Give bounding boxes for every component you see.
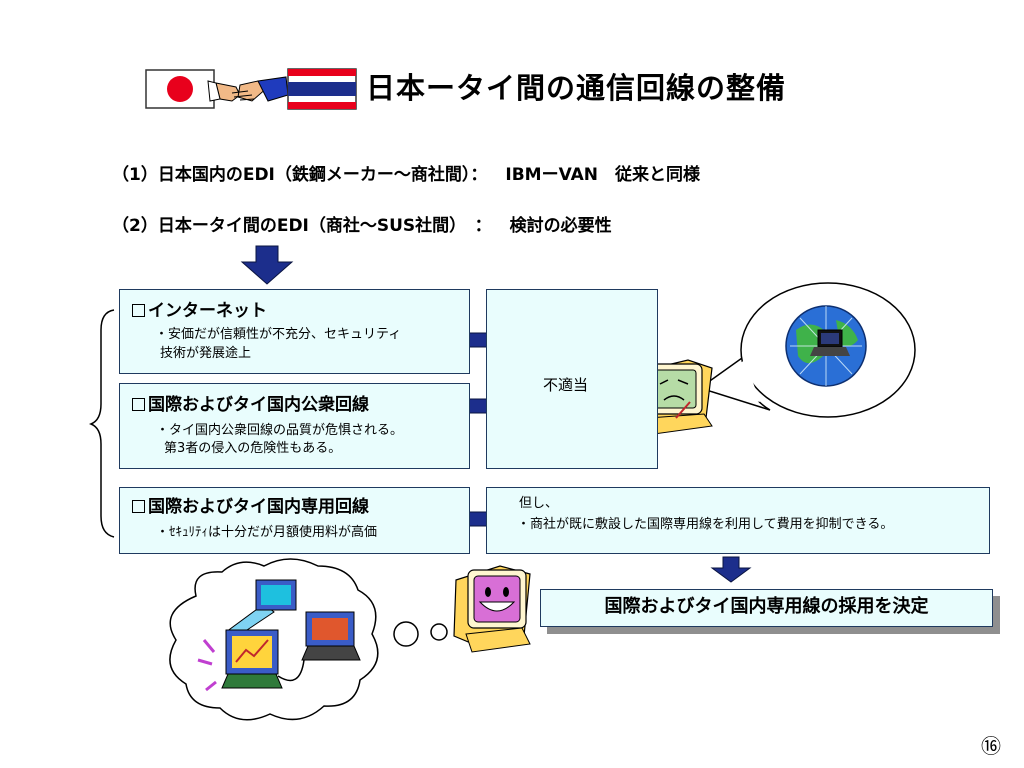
handshake-icon [207, 76, 289, 102]
thought-cloud-graphic [169, 558, 448, 721]
checkbox-square-icon [132, 304, 145, 317]
option-dedicated-line: 国際およびタイ国内専用回線 ・ｾｷｭﾘﾃｨは十分だが月額使用料が高価 [119, 487, 470, 554]
japan-flag-icon [145, 69, 215, 109]
option-public-line: 国際およびタイ国内公衆回線 ・タイ国内公衆回線の品質が危惧される。 第3者の侵入… [119, 383, 470, 469]
sad-computer-icon [635, 359, 713, 435]
down-arrow-1 [240, 245, 294, 285]
note-box: 但し、 ・商社が既に敷設した国際専用線を利用して費用を抑制できる。 [486, 487, 990, 554]
option-internet-title: インターネット [148, 301, 267, 321]
unsuitable-box: 不適当 [486, 289, 658, 469]
item-japan-thai-edi-value: 検討の必要性 [509, 216, 612, 236]
decision-box: 国際およびタイ国内専用線の採用を決定 [540, 589, 993, 627]
page-title: 日本ータイ間の通信回線の整備 [366, 71, 787, 105]
flags-handshake-graphic [145, 68, 357, 110]
item-domestic-edi-value: IBMーVAN 従来と同様 [505, 165, 700, 185]
thailand-flag-icon [287, 68, 357, 110]
left-brace [88, 309, 115, 538]
item-japan-thai-edi: （2）日本ータイ間のEDI（商社～SUS社間） ： 検討の必要性 [112, 214, 612, 238]
page-number: ⑯ [981, 734, 1001, 758]
note-line-2: ・商社が既に敷設した国際専用線を利用して費用を抑制できる。 [517, 517, 894, 532]
option-dedicated-line-desc-1: ・ｾｷｭﾘﾃｨは十分だが月額使用料が高価 [156, 525, 378, 540]
option-public-line-title: 国際およびタイ国内公衆回線 [148, 395, 369, 415]
checkbox-square-icon [132, 398, 145, 411]
option-internet-desc-2: 技術が発展途上 [160, 346, 252, 361]
item-japan-thai-edi-label: （2）日本ータイ間のEDI（商社～SUS社間） ： [112, 216, 492, 236]
option-dedicated-line-title: 国際およびタイ国内専用回線 [148, 497, 369, 517]
networked-computers-icon [197, 579, 361, 692]
checkbox-square-icon [132, 500, 145, 513]
unsuitable-label: 不適当 [543, 376, 589, 394]
note-line-1: 但し、 [519, 496, 559, 511]
item-domestic-edi-label: （1）日本国内のEDI（鉄鋼メーカー～商社間）： [112, 165, 488, 185]
down-arrow-2 [710, 556, 752, 583]
option-public-line-desc-2: 第3者の侵入の危険性もある。 [164, 441, 342, 456]
option-public-line-desc-1: ・タイ国内公衆回線の品質が危惧される。 [156, 423, 404, 438]
globe-bubble-graphic [698, 282, 916, 418]
option-internet: インターネット ・安価だが信頼性が不充分、セキュリティ 技術が発展途上 [119, 289, 470, 374]
option-internet-desc-1: ・安価だが信頼性が不充分、セキュリティ [155, 327, 402, 342]
happy-computer-icon [453, 565, 531, 653]
item-domestic-edi: （1）日本国内のEDI（鉄鋼メーカー～商社間）： IBMーVAN 従来と同様 [112, 163, 700, 187]
